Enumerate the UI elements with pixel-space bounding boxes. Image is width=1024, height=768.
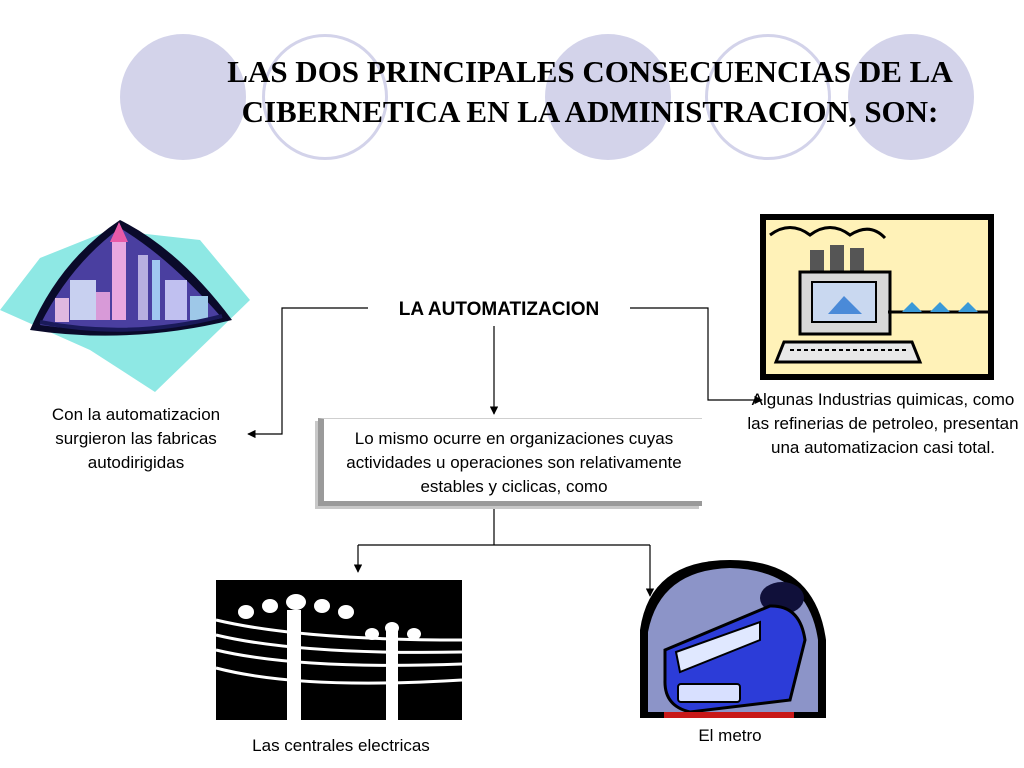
bottom-right-text: El metro — [698, 726, 762, 745]
right-text: Algunas Industrias quimicas, como las re… — [747, 390, 1019, 457]
left-text: Con la automatizacion surgieron las fabr… — [51, 405, 221, 472]
connector-right — [630, 307, 763, 405]
heading-automatizacion: LA AUTOMATIZACION — [368, 296, 630, 324]
decor-circle-3 — [545, 34, 671, 160]
title-line-1: LAS DOS PRINCIPALES CONSECUENCIAS DE LA — [227, 54, 953, 89]
bottom-left-text: Las centrales electricas — [252, 736, 430, 755]
center-text-box: Lo mismo ocurre en organizaciones cuyas … — [318, 418, 702, 506]
connector-left — [247, 307, 368, 439]
title-line-2: CIBERNETICA EN LA ADMINISTRACION, SON: — [241, 94, 939, 129]
decor-circle-1 — [120, 34, 246, 160]
decor-circle-5 — [848, 34, 974, 160]
center-text: Lo mismo ocurre en organizaciones cuyas … — [346, 429, 682, 496]
decor-circle-2 — [262, 34, 388, 160]
slide-title: LAS DOS PRINCIPALES CONSECUENCIAS DE LA … — [150, 52, 1024, 132]
decor-circle-4 — [705, 34, 831, 160]
